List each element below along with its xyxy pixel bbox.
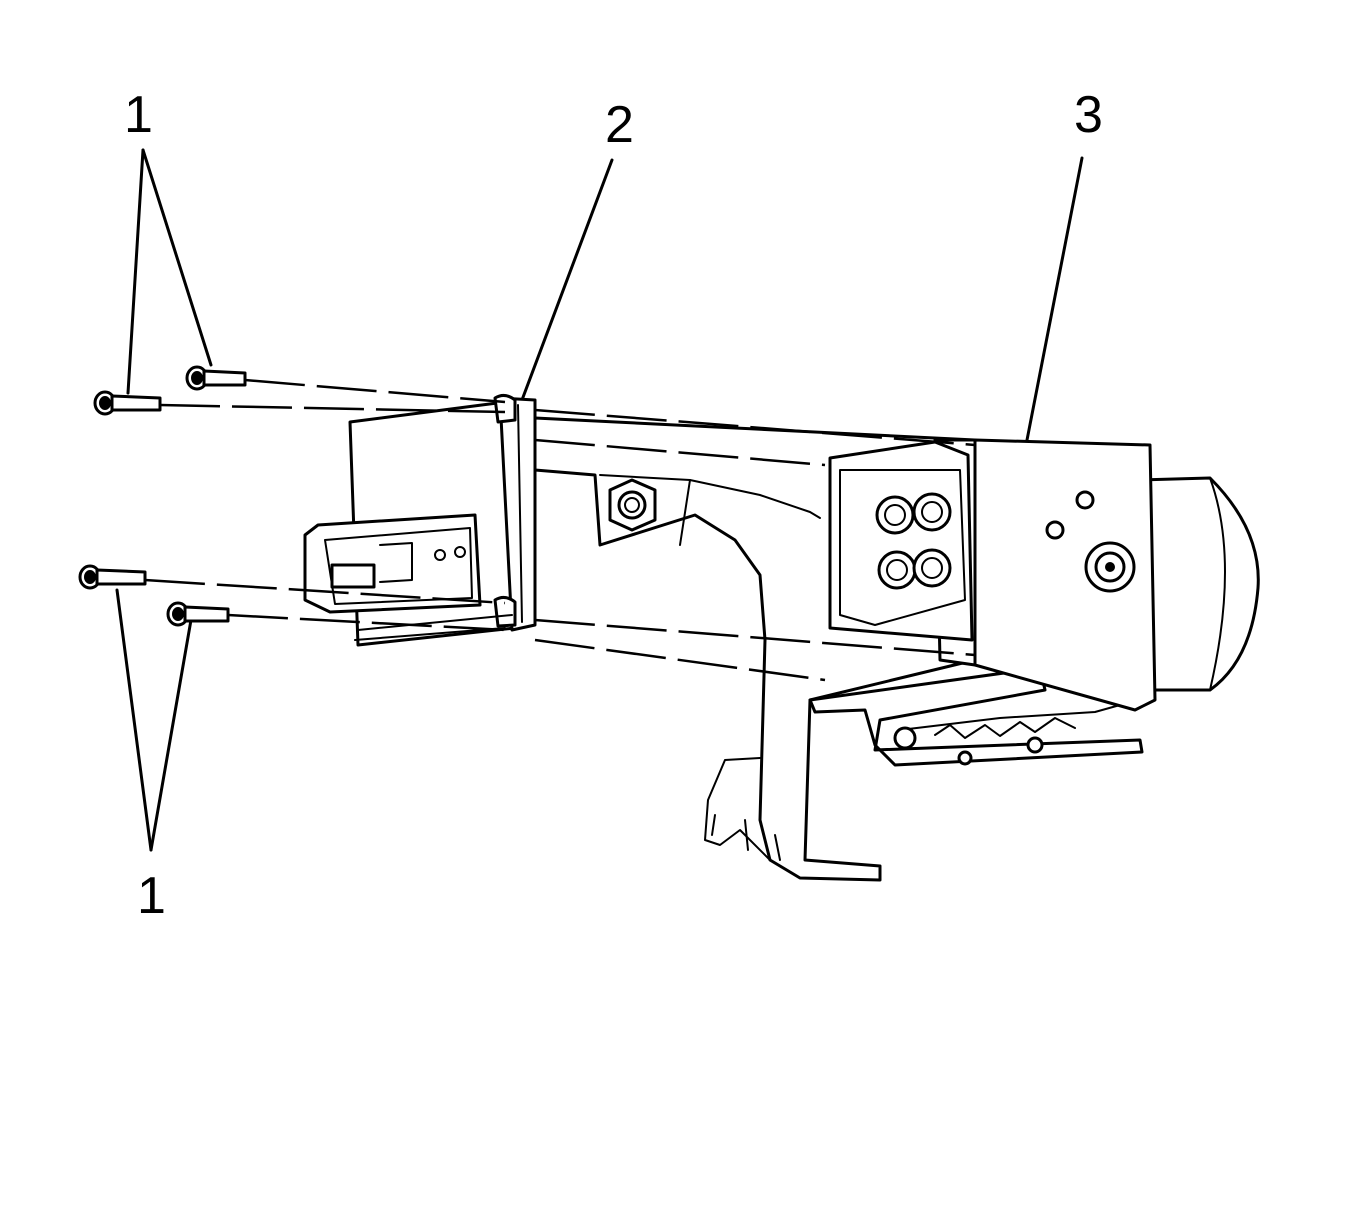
- bolt-upper-right: [185, 365, 247, 391]
- control-module-part-2: [303, 393, 537, 647]
- callout-2: 2: [605, 96, 634, 154]
- bolt-lower-left: [78, 564, 147, 590]
- callout-1-bottom: 1: [137, 867, 166, 925]
- port-1-icon: [875, 495, 915, 535]
- callout-1-top: 1: [124, 86, 153, 144]
- port-4-icon: [912, 548, 952, 588]
- hydraulic-unit-part-3: [828, 438, 1260, 712]
- port-3-icon: [877, 550, 917, 590]
- alignment-lines: [144, 378, 976, 682]
- leader-lines: [115, 148, 1084, 852]
- bolt-lower-right: [166, 601, 230, 627]
- bolts-part-1: [78, 365, 247, 627]
- bolt-upper-left: [93, 390, 162, 416]
- port-2-icon: [912, 492, 952, 532]
- callout-3: 3: [1074, 86, 1103, 144]
